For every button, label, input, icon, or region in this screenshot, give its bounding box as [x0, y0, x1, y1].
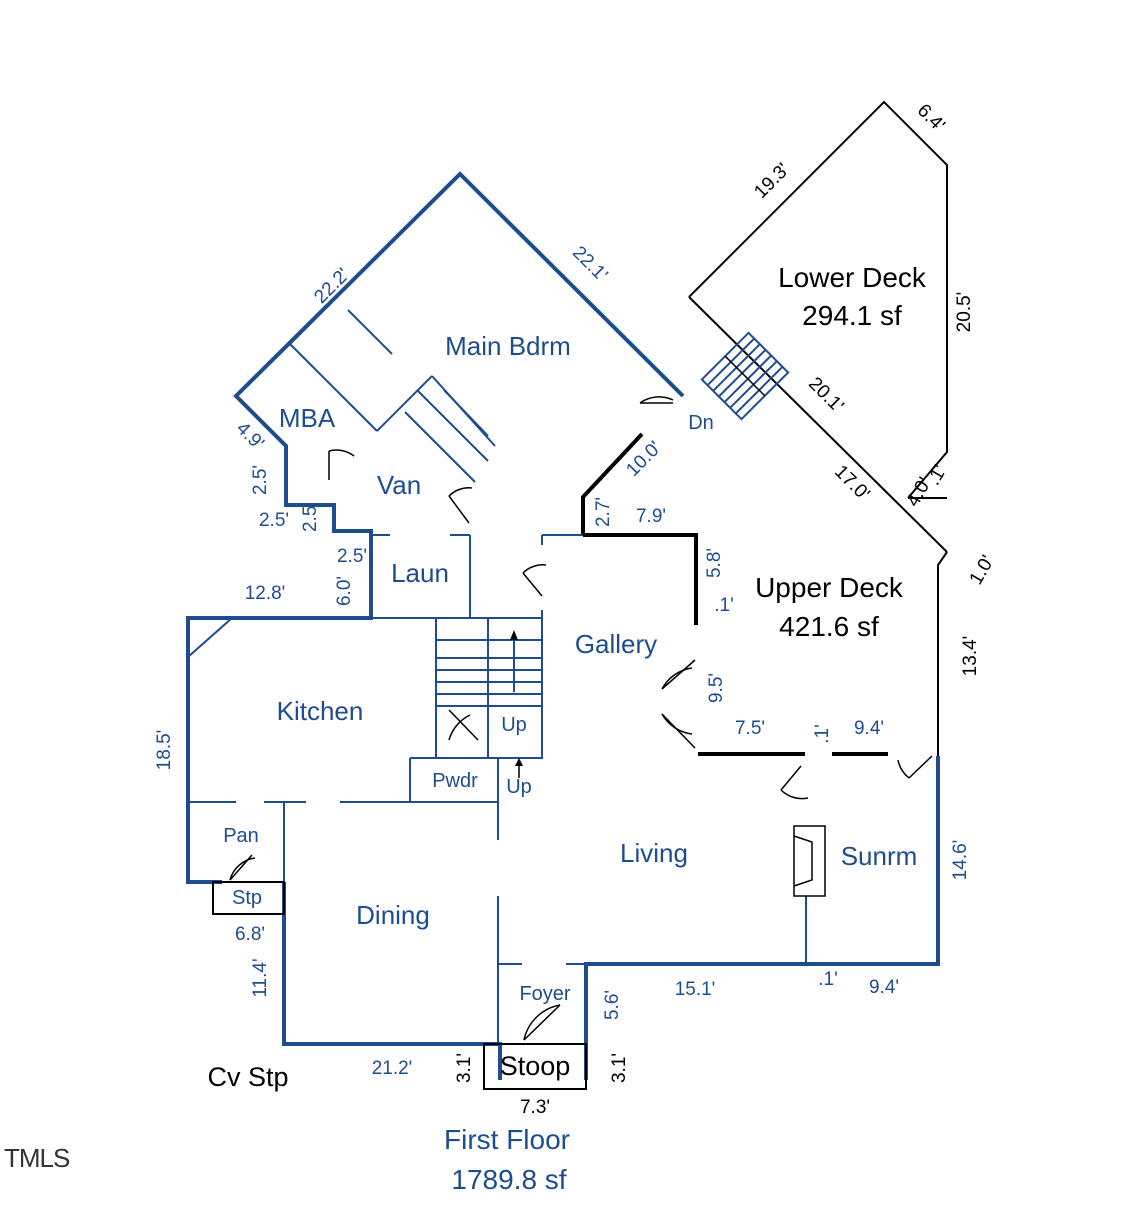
dim-2-5-step: 2.5' [300, 502, 321, 532]
stair-label-up: Up [501, 714, 527, 736]
dim-6-4: 6.4' [913, 100, 949, 136]
dim-12-8: 12.8' [245, 583, 286, 604]
dim-7-5: 7.5' [735, 718, 765, 739]
dim-point-1-mid: .1' [812, 724, 833, 743]
room-label-laun: Laun [391, 558, 449, 588]
dim-15-1: 15.1' [675, 979, 716, 1000]
room-label-dining: Dining [356, 900, 430, 930]
room-label-living: Living [620, 838, 688, 868]
room-label-mba: MBA [279, 403, 336, 433]
upper-deck-outline [581, 432, 948, 756]
dim-19-3: 19.3' [750, 159, 794, 203]
room-label-foyer: Foyer [519, 983, 570, 1005]
dim-6-8: 6.8' [235, 924, 265, 945]
room-label-main-bdrm: Main Bdrm [445, 331, 571, 361]
door-swings [229, 396, 933, 1041]
lower-deck-name: Lower Deck [778, 262, 927, 293]
dim-9-4-mid: 9.4' [854, 718, 884, 739]
dim-7-3: 7.3' [520, 1097, 550, 1118]
dim-2-5-laun: 2.5' [337, 546, 367, 567]
stair-label-up-lower: Up [506, 776, 532, 798]
room-label-sunrm: Sunrm [841, 841, 918, 871]
dim-9-4-bottom: 9.4' [869, 977, 899, 998]
dim-14-6: 14.6' [950, 840, 971, 881]
room-label-kitchen: Kitchen [277, 696, 364, 726]
room-label-pwdr: Pwdr [432, 770, 478, 792]
room-label-gallery: Gallery [575, 629, 657, 659]
dim-2-5-bottom: 2.5' [259, 510, 289, 531]
dim-5-8: 5.8' [704, 548, 725, 578]
lower-deck-outline [688, 100, 948, 553]
dim-5-6: 5.6' [602, 990, 623, 1020]
room-label-van: Van [377, 470, 421, 500]
lower-deck-area: 294.1 sf [802, 300, 902, 331]
dim-9-5: 9.5' [706, 673, 727, 703]
room-label-stoop: Stoop [500, 1051, 571, 1081]
dim-18-5: 18.5' [154, 730, 175, 771]
dim-6-0: 6.0' [334, 576, 355, 606]
dim-20-5: 20.5' [954, 292, 975, 333]
dim-point-1-bottom: .1' [818, 969, 837, 990]
upper-deck-area: 421.6 sf [779, 611, 879, 642]
dim-10-0: 10.0' [622, 437, 666, 481]
dim-11-4: 11.4' [250, 958, 271, 997]
dim-17-0: 17.0' [830, 461, 874, 505]
deck-stairs [700, 331, 790, 421]
room-label-stp: Stp [232, 887, 262, 909]
upper-deck-name: Upper Deck [755, 572, 904, 603]
dim-3-1-left: 3.1' [454, 1053, 475, 1083]
dim-point-1-gallery: .1' [714, 595, 733, 616]
stair-label-dn: Dn [688, 412, 714, 434]
dim-21-2: 21.2' [372, 1058, 413, 1079]
room-label-cv-stp: Cv Stp [207, 1062, 288, 1092]
dim-13-4: 13.4' [960, 636, 981, 677]
dim-2-5-left: 2.5' [250, 465, 271, 495]
floor-title: First Floor [444, 1124, 570, 1155]
dim-2-7: 2.7' [593, 497, 614, 527]
interior-walls [187, 288, 826, 1090]
dim-22-1: 22.1' [568, 242, 612, 286]
dim-1-0: 1.0' [966, 552, 999, 589]
dim-20-1: 20.1' [804, 373, 848, 417]
dim-7-9: 7.9' [636, 506, 666, 527]
dim-3-1-right: 3.1' [609, 1053, 630, 1083]
room-label-pan: Pan [223, 825, 259, 847]
mls-watermark: TMLS [4, 1143, 70, 1173]
floor-area: 1789.8 sf [451, 1164, 566, 1195]
